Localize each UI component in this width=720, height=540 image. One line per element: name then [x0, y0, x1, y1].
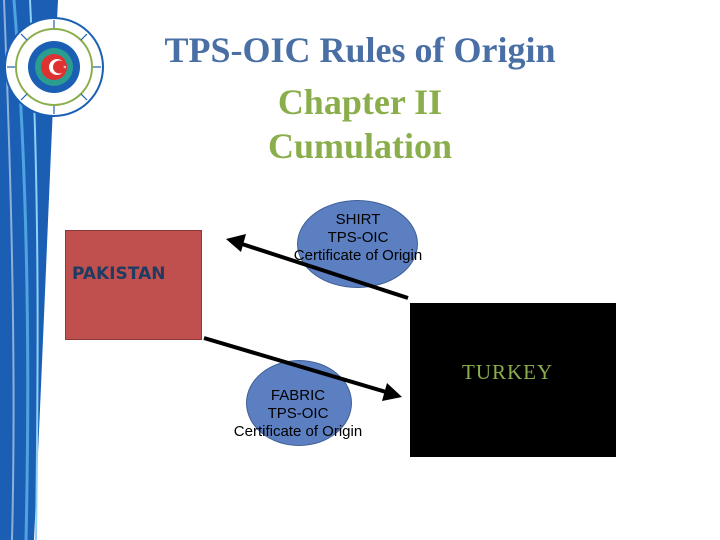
fabric-arrow-head [382, 383, 402, 401]
fabric-certificate: Certificate of Origin [233, 423, 363, 440]
turkey-box: TURKEY [410, 303, 616, 457]
shirt-certificate: Certificate of Origin [293, 247, 423, 264]
pakistan-box: PAKISTAN [65, 230, 202, 340]
shirt-certificate-text: SHIRT TPS-OIC Certificate of Origin [258, 211, 458, 265]
slide-subtitle-topic: Cumulation [267, 126, 453, 166]
slide-title: TPS-OIC Rules of Origin [164, 30, 556, 70]
shirt-certificate-oval [297, 200, 418, 288]
fabric-certificate-text: FABRIC TPS-OIC Certificate of Origin [198, 387, 398, 441]
shirt-arrow [241, 242, 409, 300]
pakistan-label: PAKISTAN [72, 264, 166, 284]
turkey-label: TURKEY [462, 360, 554, 384]
fabric-scheme: TPS-OIC [267, 405, 329, 422]
shirt-arrow-head [226, 234, 246, 252]
slide-subtitle-chapter: Chapter II [277, 82, 443, 122]
fabric-label: FABRIC [270, 387, 326, 404]
fabric-arrow [203, 336, 387, 394]
fabric-certificate-oval [246, 360, 352, 446]
shirt-label: SHIRT [335, 211, 381, 228]
shirt-scheme: TPS-OIC [327, 229, 389, 246]
ministry-seal-icon [4, 17, 104, 117]
